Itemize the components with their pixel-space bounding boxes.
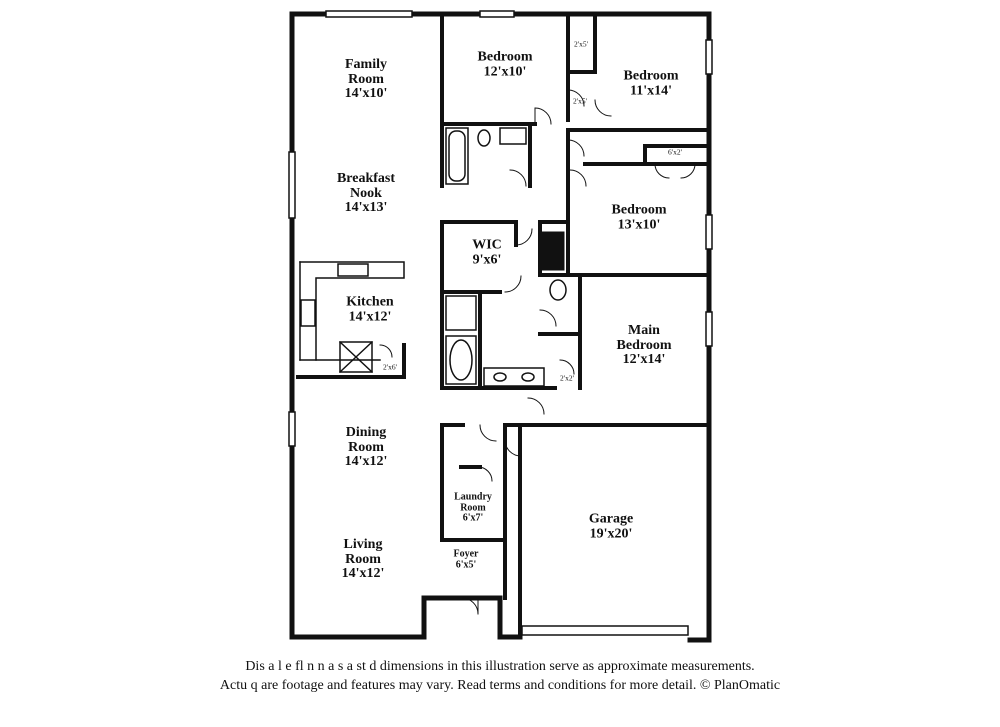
room-dims: 6'x7' bbox=[462, 512, 484, 524]
room-name: Room bbox=[348, 439, 384, 455]
room-name: Foyer bbox=[453, 548, 479, 560]
room-name: Family bbox=[345, 56, 387, 72]
kitchen-counters bbox=[299, 261, 405, 374]
closet-label: 6'x2' bbox=[668, 147, 682, 157]
room-dims: 19'x20' bbox=[589, 526, 633, 541]
closet-label: 2'x5' bbox=[573, 96, 587, 106]
room-label-main-bedroom: Main Bedroom 12'x14' bbox=[616, 322, 672, 368]
room-label-garage: Garage 19'x20' bbox=[589, 512, 633, 541]
room-label-wic: WIC 9'x6' bbox=[472, 238, 502, 267]
room-name: WIC bbox=[472, 237, 502, 253]
interior-walls bbox=[296, 14, 708, 639]
room-name: Room bbox=[348, 71, 384, 87]
room-label-foyer: Foyer 6'x5' bbox=[453, 548, 479, 571]
room-name: Laundry bbox=[454, 491, 492, 503]
room-dims: 14'x10' bbox=[344, 86, 388, 102]
room-label-bedroom-c: Bedroom 13'x10' bbox=[612, 203, 667, 232]
room-label-kitchen: Kitchen 14'x12' bbox=[346, 295, 393, 324]
room-name: Room bbox=[345, 551, 381, 567]
room-label-bedroom-b: Bedroom 11'x14' bbox=[624, 69, 679, 98]
room-dims: 9'x6' bbox=[472, 252, 502, 267]
room-label-family-room: Family Room 14'x10' bbox=[344, 56, 388, 102]
room-dims: 14'x13' bbox=[344, 200, 388, 216]
room-dims: 14'x12' bbox=[341, 566, 385, 582]
room-name: Bedroom bbox=[611, 202, 667, 218]
room-dims: 13'x10' bbox=[617, 217, 661, 232]
disclaimer-line-1: Dis a l e fl n n a s a st d dimensions i… bbox=[245, 659, 755, 674]
room-name: Main bbox=[628, 322, 660, 338]
room-dims: 11'x14' bbox=[629, 83, 672, 98]
stair-block bbox=[541, 231, 565, 271]
bathroom-fixtures bbox=[445, 127, 567, 387]
closet-label: 2'x6' bbox=[383, 362, 397, 372]
room-dims: 6'x5' bbox=[455, 559, 477, 570]
room-name: Bedroom bbox=[616, 337, 672, 353]
room-name: Bedroom bbox=[477, 49, 533, 65]
windows bbox=[288, 10, 713, 636]
room-label-breakfast-nook: Breakfast Nook 14'x13' bbox=[336, 170, 396, 216]
room-name: Nook bbox=[350, 185, 382, 201]
closet-label: 2'x2' bbox=[560, 373, 574, 383]
room-name: Dining bbox=[345, 424, 387, 440]
door-swings bbox=[379, 89, 696, 615]
room-dims: 14'x12' bbox=[348, 309, 392, 324]
disclaimer-line-2: Actu q are footage and features may vary… bbox=[219, 678, 781, 693]
room-label-bedroom-a: Bedroom 12'x10' bbox=[478, 50, 533, 79]
room-label-dining-room: Dining Room 14'x12' bbox=[344, 424, 388, 470]
room-name: Garage bbox=[588, 511, 634, 527]
room-label-laundry-room: Laundry Room 6'x7' bbox=[454, 492, 492, 524]
room-dims: 14'x12' bbox=[344, 454, 388, 470]
room-dims: 12'x10' bbox=[483, 64, 527, 79]
room-dims: 12'x14' bbox=[622, 352, 666, 368]
room-name: Bedroom bbox=[623, 68, 679, 84]
room-name: Breakfast bbox=[336, 170, 396, 186]
room-name: Living bbox=[343, 536, 383, 552]
closet-label: 2'x5' bbox=[574, 39, 588, 49]
room-label-living-room: Living Room 14'x12' bbox=[341, 536, 385, 582]
room-name: Room bbox=[460, 501, 486, 513]
room-name: Kitchen bbox=[346, 294, 394, 310]
